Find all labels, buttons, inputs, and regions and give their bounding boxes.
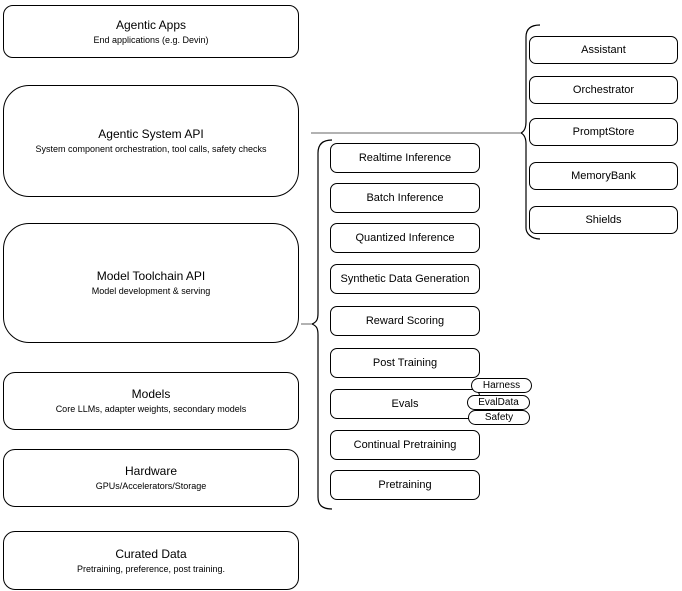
component-box-promptstore: PromptStore (529, 118, 678, 146)
component-box-assistant: Assistant (529, 36, 678, 64)
layer-title: Models (131, 387, 171, 401)
eval-pill-evaldata: EvalData (467, 395, 530, 410)
component-box-shields: Shields (529, 206, 678, 234)
layer-title: Curated Data (115, 546, 187, 561)
layer-subtitle: GPUs/Accelerators/Storage (95, 481, 207, 491)
service-box-continual-pretraining: Continual Pretraining (330, 430, 480, 460)
component-box-orchestrator: Orchestrator (529, 76, 678, 104)
layer-box-hardware: Hardware GPUs/Accelerators/Storage (3, 449, 299, 507)
layer-box-model-toolchain-api: Model Toolchain API Model development & … (3, 223, 299, 343)
layer-box-models: Models Core LLMs, adapter weights, secon… (3, 372, 299, 430)
service-box-quantized-inference: Quantized Inference (330, 223, 480, 253)
layer-box-agentic-system-api: Agentic System API System component orch… (3, 85, 299, 197)
toolchain-brace (310, 139, 333, 510)
layer-subtitle: System component orchestration, tool cal… (35, 144, 267, 154)
layer-subtitle: Core LLMs, adapter weights, secondary mo… (55, 404, 247, 414)
service-box-pretraining: Pretraining (330, 470, 480, 500)
service-box-realtime-inference: Realtime Inference (330, 143, 480, 173)
eval-pill-harness: Harness (471, 378, 532, 393)
layer-title: Agentic System API (98, 127, 204, 141)
layer-title: Model Toolchain API (96, 269, 206, 283)
layer-subtitle: Model development & serving (91, 286, 211, 296)
service-box-synthetic-data-generation: Synthetic Data Generation (330, 264, 480, 294)
service-box-batch-inference: Batch Inference (330, 183, 480, 213)
layer-title: Agentic Apps (115, 17, 187, 32)
service-box-evals: Evals (330, 389, 480, 419)
service-box-reward-scoring: Reward Scoring (330, 306, 480, 336)
service-box-post-training: Post Training (330, 348, 480, 378)
layer-box-agentic-apps: Agentic Apps End applications (e.g. Devi… (3, 5, 299, 58)
layer-title: Hardware (124, 464, 178, 478)
eval-pill-safety: Safety (468, 410, 530, 425)
component-box-memorybank: MemoryBank (529, 162, 678, 190)
layer-box-curated-data: Curated Data Pretraining, preference, po… (3, 531, 299, 590)
layer-subtitle: End applications (e.g. Devin) (93, 34, 209, 45)
layer-subtitle: Pretraining, preference, post training. (76, 563, 226, 574)
